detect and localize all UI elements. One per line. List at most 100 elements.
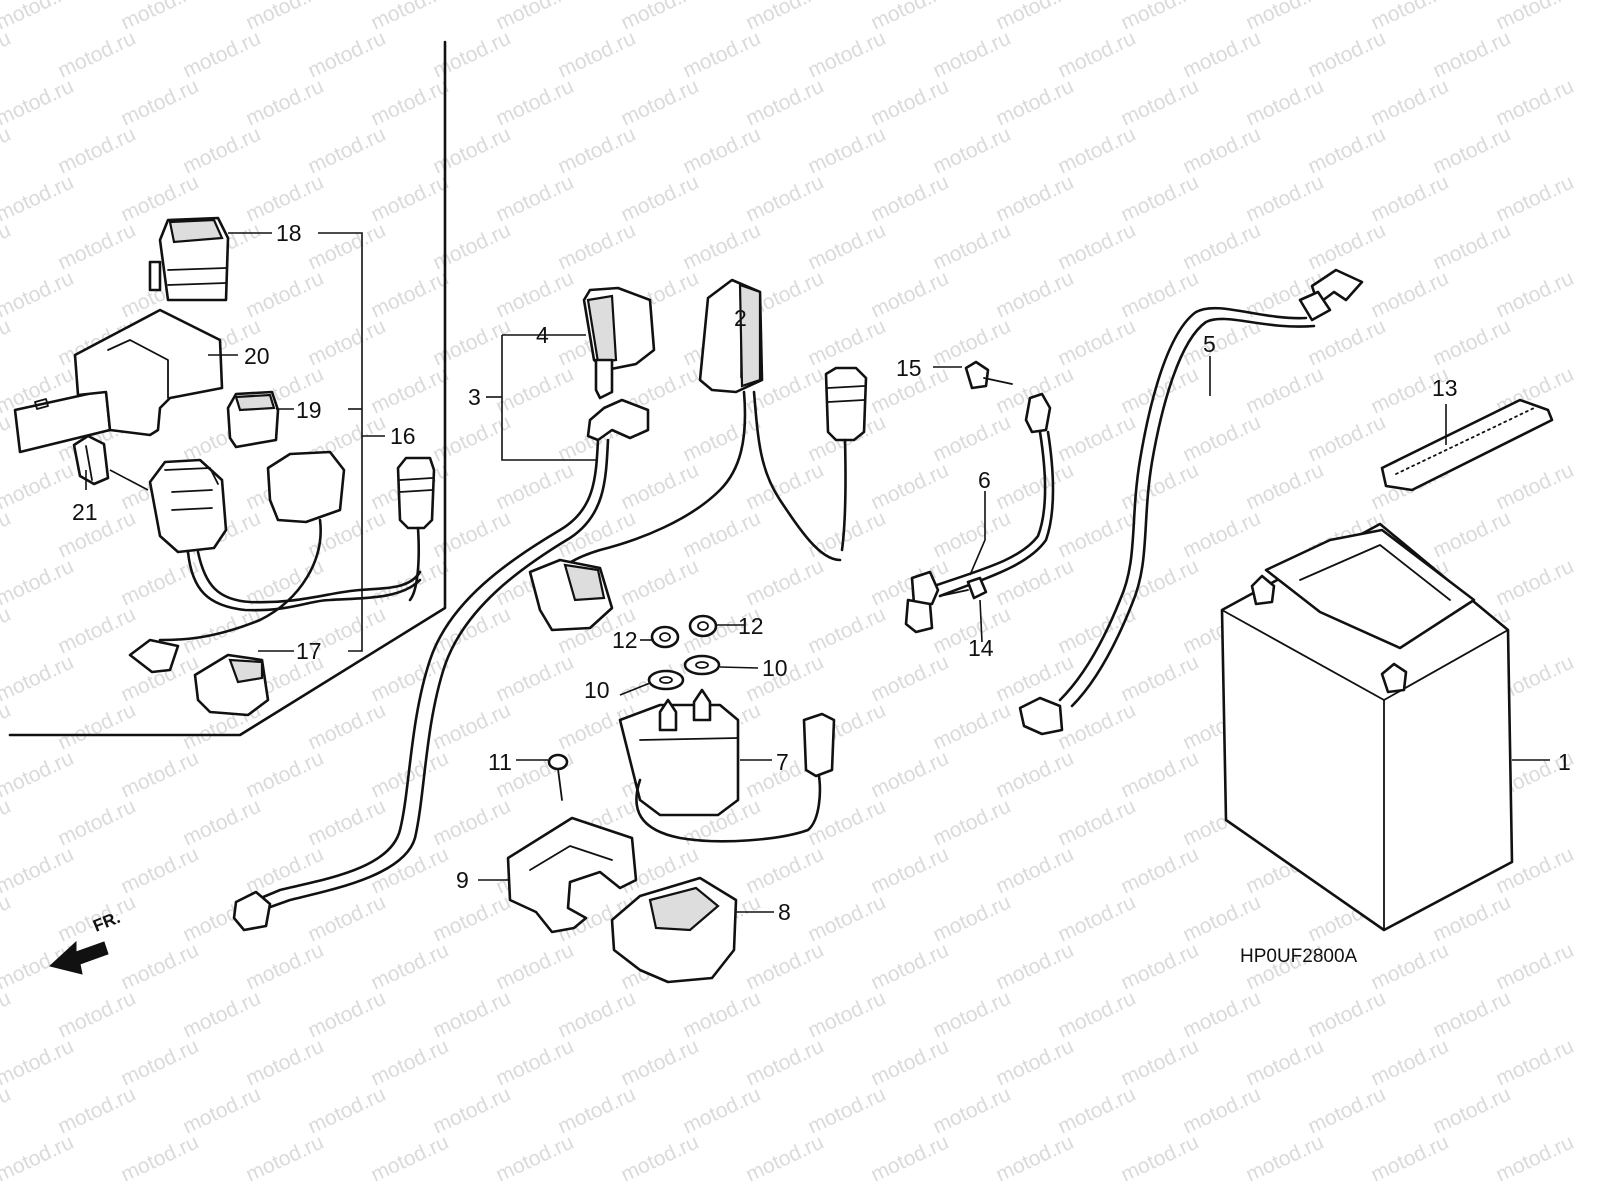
watermark-text: motod.ru	[0, 171, 77, 227]
watermark-text: motod.ru	[1492, 171, 1577, 227]
clip-21	[72, 434, 110, 486]
watermark-text: motod.ru	[742, 555, 827, 611]
callout-15: 15	[896, 355, 922, 381]
screw-11	[547, 753, 569, 801]
watermark-text: motod.ru	[367, 1131, 452, 1187]
watermark-text: motod.ru	[992, 651, 1077, 707]
watermark-text: motod.ru	[242, 747, 327, 803]
battery-band-13	[1380, 398, 1554, 492]
watermark-text: motod.ru	[492, 363, 577, 419]
watermark-text: motod.ru	[992, 843, 1077, 899]
watermark-text: motod.ru	[0, 1131, 77, 1187]
watermark-text: motod.ru	[1367, 1035, 1452, 1091]
watermark-text: motod.ru	[1242, 459, 1327, 515]
watermark-text: motod.ru	[0, 459, 77, 515]
leader-lines	[85, 232, 1550, 913]
watermark-text: motod.ru	[1492, 1131, 1577, 1187]
watermark-text: motod.ru	[492, 651, 577, 707]
washer-10a	[647, 669, 685, 691]
watermark-text: motod.ru	[992, 171, 1077, 227]
watermark-text: motod.ru	[0, 603, 14, 659]
watermark-text: motod.ru	[867, 1035, 952, 1091]
callout-1: 1	[1558, 749, 1571, 775]
watermark-text: motod.ru	[742, 75, 827, 131]
watermark-text: motod.ru	[617, 75, 702, 131]
watermark-text: motod.ru	[242, 1035, 327, 1091]
watermark-text: motod.ru	[992, 267, 1077, 323]
watermark-text: motod.ru	[992, 1131, 1077, 1187]
watermark-text: motod.ru	[492, 267, 577, 323]
watermark-text: motod.ru	[617, 1131, 702, 1187]
callout-20: 20	[244, 343, 270, 369]
watermark-text: motod.ru	[867, 843, 952, 899]
callout-21: 21	[72, 499, 98, 525]
nut-12a	[650, 625, 680, 649]
battery-1	[1220, 522, 1514, 932]
watermark-text: motod.ru	[1117, 171, 1202, 227]
watermark-text: motod.ru	[242, 1131, 327, 1187]
diagram-code: HP0UF2800A	[1240, 946, 1358, 967]
callout-10a: 10	[584, 677, 610, 703]
watermark-text: motod.ru	[1242, 1035, 1327, 1091]
watermark-text: motod.ru	[1117, 747, 1202, 803]
watermark-text: motod.ru	[1117, 363, 1202, 419]
inset-frame	[8, 40, 447, 737]
watermark-text: motod.ru	[242, 267, 327, 323]
watermark-text: motod.ru	[0, 1035, 77, 1091]
watermark-text: motod.ru	[117, 1131, 202, 1187]
watermark-text: motod.ru	[867, 939, 952, 995]
watermark-text: motod.ru	[1492, 75, 1577, 131]
callout-10b: 10	[762, 655, 788, 681]
watermark-text: motod.ru	[992, 939, 1077, 995]
starter-solenoid-7	[618, 688, 836, 843]
watermark-text: motod.ru	[1367, 939, 1452, 995]
watermark-text: motod.ru	[242, 939, 327, 995]
callouts: 1 2 3 4 5 6 7 8 9 10 10 11 12 12 13 14 1…	[72, 220, 1571, 925]
callout-12a: 12	[612, 627, 638, 653]
watermark-text: motod.ru	[992, 555, 1077, 611]
watermark-text: motod.ru	[0, 315, 14, 371]
watermark-text: motod.ru	[0, 411, 14, 467]
watermark-text: motod.ru	[1117, 267, 1202, 323]
watermark-text: motod.ru	[742, 1131, 827, 1187]
watermark-text: motod.ru	[992, 75, 1077, 131]
watermark-text: motod.ru	[867, 267, 952, 323]
watermark-text: motod.ru	[1117, 651, 1202, 707]
watermark-text: motod.ru	[617, 171, 702, 227]
watermark-text: motod.ru	[1117, 1035, 1202, 1091]
watermark-text: motod.ru	[367, 651, 452, 707]
watermark-text: motod.ru	[867, 75, 952, 131]
watermark-text: motod.ru	[0, 75, 77, 131]
watermark-text: motod.ru	[0, 891, 14, 947]
watermark-text: motod.ru	[0, 267, 77, 323]
watermark-text: motod.ru	[1367, 171, 1452, 227]
watermark-text: motod.ru	[1117, 459, 1202, 515]
callout-9: 9	[456, 867, 469, 893]
watermark-text: motod.ru	[992, 1035, 1077, 1091]
watermark-text: motod.ru	[0, 0, 77, 35]
watermark-text: motod.ru	[367, 267, 452, 323]
watermark-text: motod.ru	[742, 171, 827, 227]
watermark-text: motod.ru	[0, 27, 14, 83]
callout-5: 5	[1203, 331, 1216, 357]
starter-cable-2	[528, 278, 868, 632]
watermark-text: motod.ru	[1117, 939, 1202, 995]
callout-3: 3	[468, 384, 481, 410]
watermark-text: motod.ru	[0, 1083, 14, 1139]
watermark-text: motod.ru	[0, 507, 14, 563]
callout-6: 6	[978, 467, 991, 493]
negative-cable-6	[904, 360, 1055, 634]
watermark-text: motod.ru	[0, 843, 77, 899]
watermark-text: motod.ru	[1492, 267, 1577, 323]
watermark-text: motod.ru	[1242, 1131, 1327, 1187]
watermark-text: motod.ru	[367, 939, 452, 995]
callout-2: 2	[734, 305, 747, 331]
watermark-text: motod.ru	[117, 75, 202, 131]
watermark-text: motod.ru	[867, 459, 952, 515]
callout-11: 11	[488, 749, 512, 775]
starter-relay-18	[148, 216, 230, 302]
watermark-text: motod.ru	[1367, 267, 1452, 323]
nut-12b	[688, 614, 718, 638]
watermark-text: motod.ru	[367, 363, 452, 419]
